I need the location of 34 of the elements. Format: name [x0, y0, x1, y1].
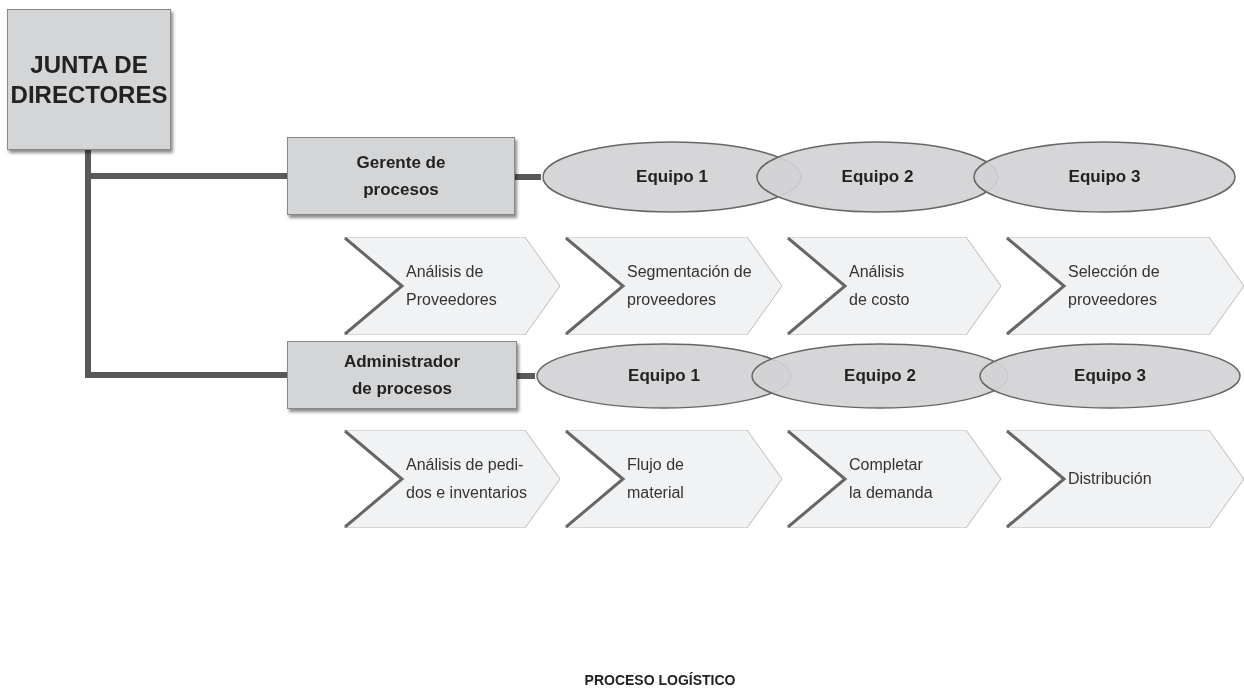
role-box [7, 9, 171, 150]
node-label: Equipo 3 [1074, 365, 1146, 388]
role-box [287, 341, 517, 409]
node-label: Análisis de pedi- dos e inventarios [406, 455, 528, 503]
team-ellipse [972, 139, 1237, 215]
node-label: Flujo de material [627, 455, 685, 503]
node-label: Equipo 3 [1068, 166, 1141, 189]
node-label: Administrador de procesos [342, 351, 462, 400]
node-label: Análisis de Proveedores [406, 262, 498, 310]
node-label: Equipo 1 [628, 365, 700, 388]
process-step [344, 430, 560, 528]
node-label: Equipo 1 [636, 166, 708, 189]
process-step [344, 237, 560, 335]
process-step [787, 237, 1001, 335]
team-ellipse [978, 341, 1242, 411]
caption: PROCESO LOGÍSTICO [583, 671, 737, 690]
node-label: Gerente de procesos [355, 152, 447, 201]
process-step [1006, 237, 1244, 335]
node-label: Completar la demanda [849, 455, 934, 503]
connector-line [85, 150, 287, 378]
node-label: Equipo 2 [841, 166, 914, 189]
node-label: Selección de proveedores [1068, 262, 1161, 310]
node-label: Distribución [1068, 469, 1152, 489]
role-box [287, 137, 515, 215]
process-step [787, 430, 1001, 528]
node-label: Segmentación de proveedores [627, 262, 752, 310]
process-step [1006, 430, 1244, 528]
process-step [565, 237, 782, 335]
process-step [565, 430, 782, 528]
node-label: Análisis de costo [849, 262, 911, 310]
node-label: Equipo 2 [844, 365, 916, 388]
connector-line [515, 174, 541, 180]
node-label: JUNTA DE DIRECTORES [10, 49, 168, 110]
connector-line [517, 373, 535, 379]
